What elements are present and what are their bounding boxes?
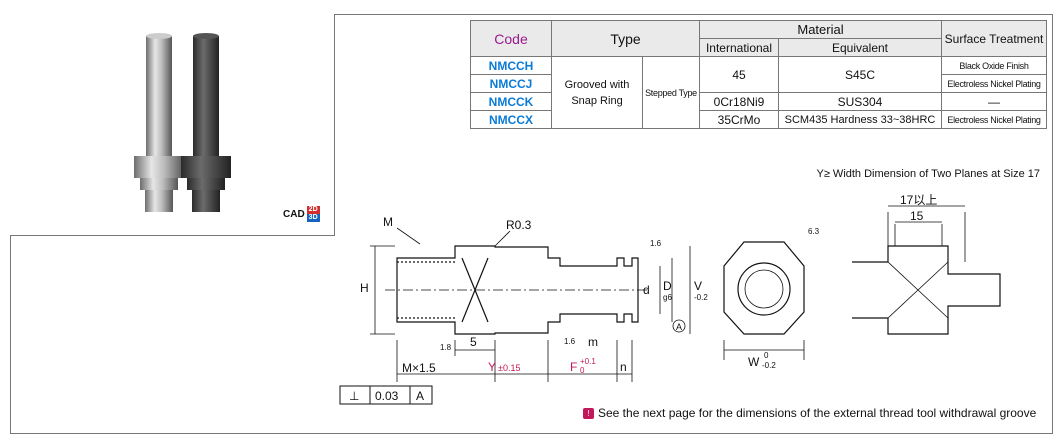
rough-3: 1.6	[564, 337, 576, 346]
type-grooved: Grooved with Snap Ring	[551, 56, 643, 129]
dim-Y: Y	[488, 360, 496, 374]
equiv-cell: S45C	[778, 56, 942, 93]
intl-cell: 45	[699, 56, 779, 93]
header-material: Material	[699, 20, 942, 39]
datum-circle	[672, 319, 686, 333]
header-international: International	[699, 38, 779, 57]
dim-17	[887, 205, 966, 262]
tol-symbol: ⊥	[349, 389, 359, 403]
black-pin	[181, 33, 231, 212]
section-view	[852, 245, 1001, 335]
pin-photos	[134, 33, 231, 212]
info-icon: !	[583, 407, 594, 419]
badge-3d: 3D	[306, 214, 320, 222]
tol-datum: A	[416, 389, 424, 403]
footnote: ! See the next page for the dimensions o…	[583, 406, 1036, 420]
label-M: M	[383, 215, 393, 229]
product-photo	[10, 14, 335, 236]
code-cell[interactable]: NMCCX	[470, 110, 552, 129]
label-V: V	[694, 279, 702, 293]
dim-W: W	[748, 355, 760, 369]
steel-pin	[134, 33, 184, 212]
dim-m: m	[588, 335, 598, 349]
dim-thread: M×1.5	[402, 361, 436, 375]
label-D: D	[663, 279, 672, 293]
rough-4: 6.3	[808, 227, 820, 236]
dim-W-bot: -0.2	[762, 361, 776, 370]
dim-n: n	[620, 360, 627, 374]
dim-F-top: +0.1	[580, 357, 596, 366]
datum-A: A	[676, 322, 682, 332]
intl-cell: 0Cr18Ni9	[699, 92, 779, 111]
intl-cell: 35CrMo	[699, 110, 779, 129]
cad-2d3d-icon: 2D 3D	[306, 206, 320, 222]
tolerance-frame	[339, 385, 433, 405]
end-view-outer	[723, 241, 805, 335]
type-stepped: Stepped Type	[642, 56, 700, 129]
dim-five: 5	[470, 335, 477, 349]
header-surface: Surface Treatment	[941, 20, 1047, 57]
label-d: d	[643, 283, 650, 297]
dim-F: F	[570, 360, 577, 374]
tol-value: 0.03	[375, 389, 399, 403]
dim-H	[370, 245, 395, 335]
footnote-text: See the next page for the dimensions of …	[598, 406, 1037, 420]
spec-table: Code Type Material Surface Treatment Int…	[470, 20, 1047, 129]
dim-15	[894, 221, 943, 246]
rough-2: 1.8	[440, 343, 452, 352]
cad-label: CAD	[283, 208, 305, 220]
code-cell[interactable]: NMCCJ	[470, 74, 552, 93]
surface-cell: —	[941, 92, 1047, 111]
dim-W-top: 0	[764, 351, 769, 360]
surface-cell: Electroless Nickel Plating	[941, 110, 1047, 129]
label-V-tol: -0.2	[694, 293, 708, 302]
dim-W	[723, 340, 805, 360]
dim-17: 17以上	[900, 193, 937, 207]
note-y-dimension: Y≥ Width Dimension of Two Planes at Size…	[816, 168, 1041, 180]
thread-lines	[397, 261, 455, 319]
pin-outline	[396, 245, 639, 335]
label-R: R0.3	[506, 218, 532, 232]
rough-1: 1.6	[650, 239, 662, 248]
dim-15: 15	[910, 209, 924, 223]
dim-Y-tol: ±0.15	[498, 363, 520, 373]
dim-F-bot: 0	[580, 366, 585, 375]
badge-2d: 2D	[306, 206, 320, 214]
cad-badge[interactable]: CAD 2D 3D	[283, 206, 320, 222]
header-code: Code	[470, 20, 552, 57]
dim-bottom	[396, 340, 633, 382]
label-H: H	[360, 281, 369, 295]
end-view-inner	[737, 262, 791, 316]
label-D-sub: g6	[663, 293, 672, 302]
